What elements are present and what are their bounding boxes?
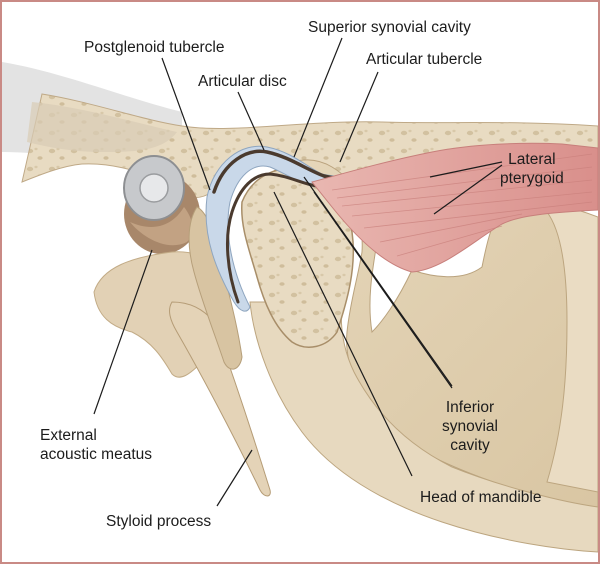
mandible-ramus bbox=[249, 301, 598, 553]
label-lateral-pterygoid: Lateral pterygoid bbox=[500, 151, 564, 187]
label-superior-synovial-cavity: Superior synovial cavity bbox=[308, 19, 471, 36]
label-articular-tubercle: Articular tubercle bbox=[366, 51, 483, 68]
inferior-cavity-line bbox=[225, 172, 319, 304]
leader-lines bbox=[93, 37, 503, 507]
label-inferior-synovial-cavity: Inferior synovial cavity bbox=[442, 399, 498, 454]
upper-left-tissue bbox=[27, 102, 177, 152]
muscle-fibers bbox=[331, 153, 593, 257]
leader-styloid bbox=[216, 449, 253, 507]
leader-postglenoid bbox=[161, 57, 211, 191]
leader-head-mandible bbox=[273, 191, 413, 477]
lateral-pterygoid-muscle bbox=[311, 142, 598, 273]
label-articular-disc: Articular disc bbox=[198, 73, 287, 90]
label-postglenoid-tubercle: Postglenoid tubercle bbox=[84, 39, 225, 56]
label-external-acoustic-meatus: External acoustic meatus bbox=[40, 427, 152, 463]
acoustic-meatus-center bbox=[139, 173, 169, 203]
meatus-lower-bone bbox=[130, 207, 193, 246]
label-head-of-mandible: Head of mandible bbox=[420, 489, 542, 506]
leader-inferior-cavity-2 bbox=[313, 191, 453, 389]
leader-articular-tubercle bbox=[339, 71, 379, 163]
leader-meatus bbox=[93, 249, 153, 415]
leader-pterygoid-2 bbox=[433, 164, 503, 215]
label-styloid-process: Styloid process bbox=[106, 513, 212, 530]
leader-superior-cavity bbox=[293, 37, 343, 158]
leader-pterygoid-1 bbox=[429, 161, 503, 178]
leader-articular-disc bbox=[237, 91, 265, 151]
